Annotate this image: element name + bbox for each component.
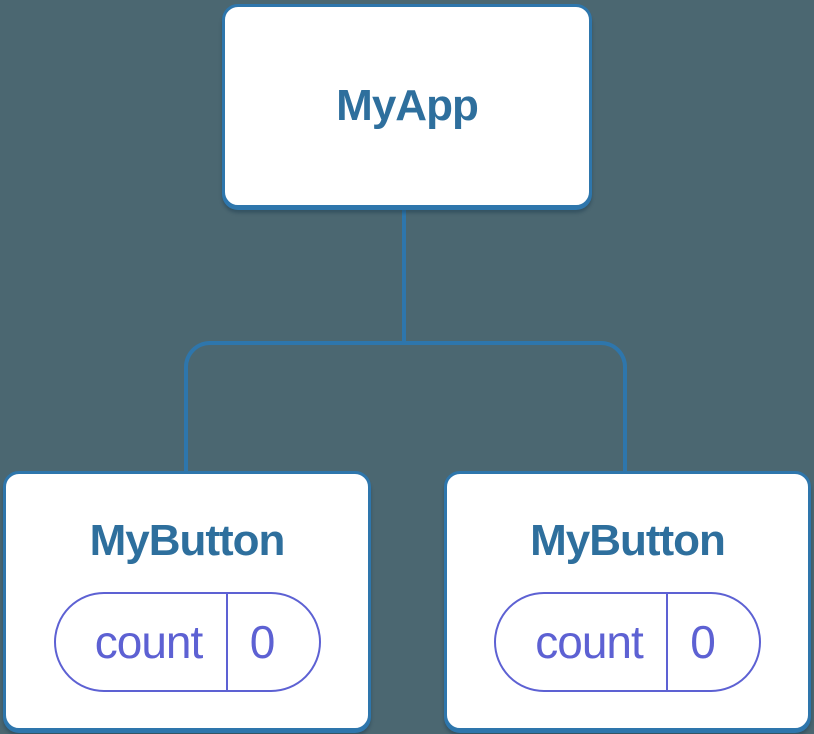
node-mybutton-right-label: MyButton	[530, 516, 726, 565]
state-pill-right: count 0	[494, 592, 761, 692]
node-mybutton-left-label: MyButton	[89, 516, 286, 565]
state-value-left: 0	[249, 616, 276, 668]
state-pill-left: count 0	[53, 592, 321, 692]
state-key-left: count	[56, 594, 228, 690]
node-mybutton-right: MyButton count 0	[444, 471, 811, 731]
state-value-right: 0	[690, 616, 716, 668]
state-key-right: count	[496, 594, 668, 690]
connector-branch-bracket	[184, 341, 627, 471]
node-myapp: MyApp	[222, 4, 592, 208]
node-myapp-label: MyApp	[336, 81, 479, 130]
node-mybutton-left: MyButton count 0	[3, 471, 371, 731]
connector-stem	[402, 208, 406, 345]
